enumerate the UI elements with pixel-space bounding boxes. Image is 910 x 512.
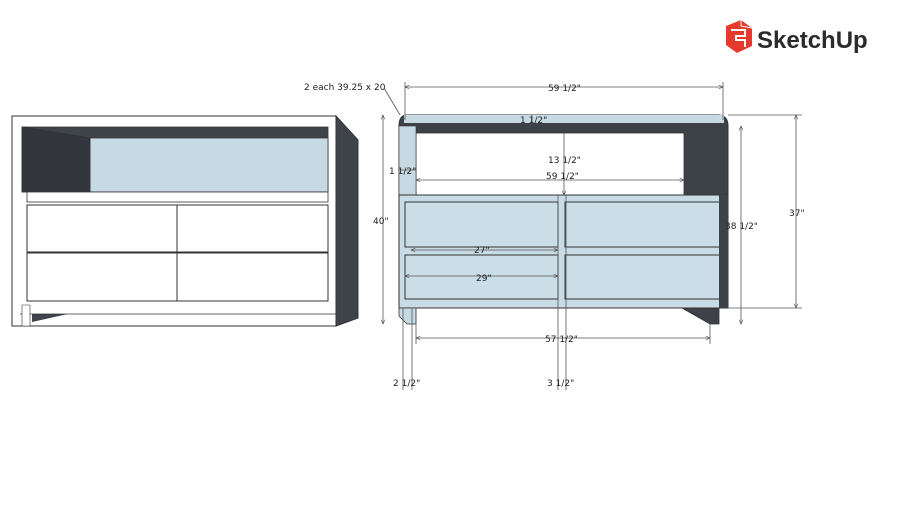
drawer-front-top-right [176,204,329,253]
dim-overall-height: 40" [373,217,389,227]
dim-top-thickness: 1 1/2" [520,116,547,126]
elevation-drawer-bottom-right [564,254,721,300]
dim-left-offset: 2 1/2" [393,379,420,389]
dim-opening-height: 13 1/2" [548,156,581,166]
dim-side-thickness: 1 1/2" [389,167,416,177]
dresser-front-elevation [398,114,729,325]
sketchup-logo-icon [726,20,753,53]
dim-inner-width: 59 1/2" [546,172,579,182]
dim-center-gap: 3 1/2" [547,379,574,389]
elevation-leg-left [398,307,417,325]
drawer-front-bottom-left [26,252,178,302]
drawer-front-bottom-right [176,252,329,302]
elevation-drawer-top-right [564,201,721,248]
dim-base-width: 57 1/2" [545,335,578,345]
dim-case-height: 37" [789,209,805,219]
dim-drawer-front-width: 29" [476,274,492,284]
dimension-lines [383,82,802,390]
dim-drawer-width: 27" [474,246,490,256]
dim-overall-width: 59 1/2" [548,84,581,94]
drawer-front-top-left [26,204,178,253]
dim-front-height: 38 1/2" [725,222,758,232]
dresser-3d-view [11,114,359,327]
dimension-labels: 2 each 39.25 x 20 59 1/2" 1 1/2" 1 1/2" … [304,83,805,389]
dresser-side-panel [335,114,359,327]
shelf-back-panel [89,137,329,193]
elevation-leg-right [680,307,720,325]
base-shadow-left [32,314,68,322]
sketchup-logo-text: SketchUp [757,27,868,54]
sketchup-logo: SketchUp [726,20,868,54]
elevation-drawer-top-left [404,201,559,248]
sheet-note-label: 2 each 39.25 x 20 [304,83,386,93]
